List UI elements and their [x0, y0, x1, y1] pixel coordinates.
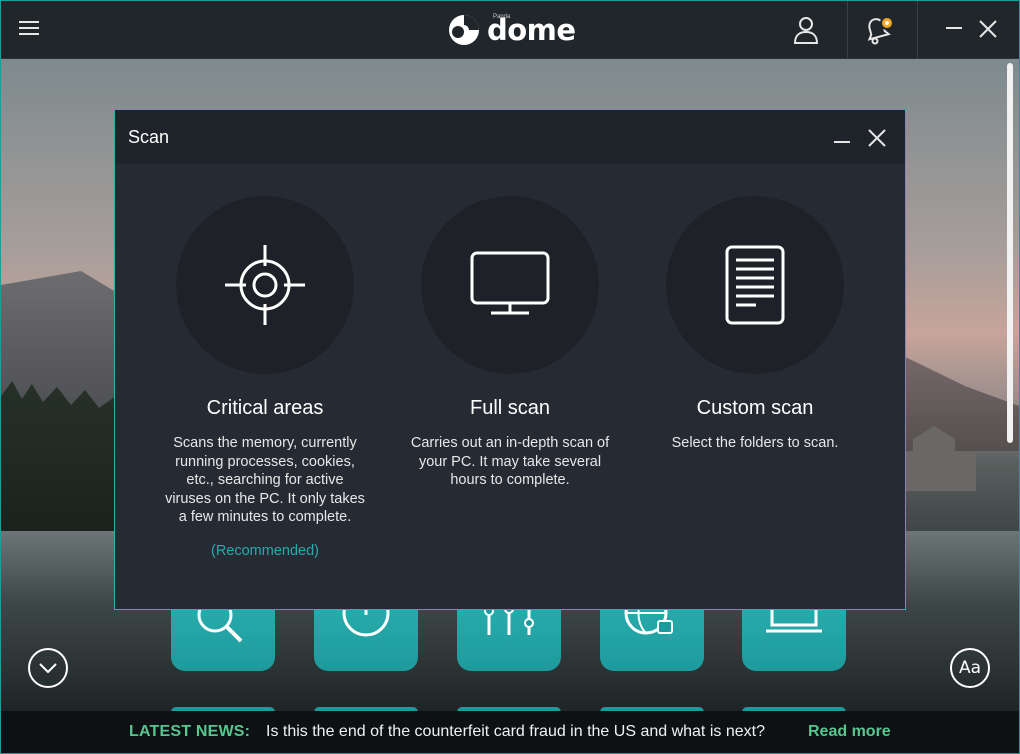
top-bar: Panda dome [1, 1, 1019, 59]
read-more-link[interactable]: Read more [808, 723, 891, 740]
option-title: Custom scan [696, 397, 814, 419]
monitor-icon [470, 251, 550, 315]
toolbar-divider [847, 1, 848, 59]
option-icon-circle[interactable] [176, 196, 354, 374]
news-bar: LATEST NEWS: Is this the end of the coun… [1, 711, 1019, 753]
scrollbar-thumb[interactable] [1007, 63, 1013, 443]
brand-text: dome [487, 13, 576, 47]
option-description: Select the folders to scan. [671, 435, 839, 451]
crosshair-icon [225, 245, 305, 325]
globe-lock-icon [624, 601, 673, 635]
recommended-label: (Recommended) [211, 542, 319, 559]
close-window-button[interactable] [978, 19, 998, 39]
scan-option-full-scan[interactable]: Full scan Carries out an in-depth scan o… [405, 196, 615, 490]
option-description: Carries out an in-depth scan of your PC.… [410, 435, 610, 488]
toolbar-divider [917, 1, 918, 59]
expand-down-button[interactable] [28, 648, 68, 688]
dialog-close-button[interactable] [867, 128, 887, 148]
scan-option-custom-scan[interactable]: Custom scan Select the folders to scan. [650, 196, 860, 453]
document-icon [725, 245, 785, 325]
brand-small-text: Panda [493, 14, 511, 20]
news-label: LATEST NEWS: [129, 723, 251, 740]
notifications-bell-icon[interactable] [861, 15, 895, 47]
user-account-icon[interactable] [791, 15, 821, 45]
option-description: Scans the memory, currently running proc… [165, 435, 365, 525]
scan-dialog: Scan Critical areas Scans the memory, cu… [114, 109, 906, 610]
app-logo: Panda dome [447, 13, 576, 47]
scan-option-critical-areas[interactable]: Critical areas Scans the memory, current… [160, 196, 370, 559]
option-icon-circle[interactable] [421, 196, 599, 374]
laptop-icon [766, 601, 822, 633]
menu-icon[interactable] [19, 21, 39, 37]
option-title: Critical areas [206, 397, 324, 419]
dialog-title: Scan [128, 127, 170, 147]
panda-logo-icon [449, 15, 479, 45]
chevron-down-icon [39, 663, 57, 674]
font-size-button[interactable]: Aa [950, 648, 990, 688]
magnifier-icon [197, 601, 243, 643]
option-title: Full scan [469, 397, 551, 419]
minimize-button[interactable] [946, 27, 962, 29]
dialog-minimize-button[interactable] [834, 141, 850, 143]
news-headline[interactable]: Is this the end of the counterfeit card … [266, 723, 765, 740]
dialog-header: Scan [115, 110, 905, 164]
option-icon-circle[interactable] [666, 196, 844, 374]
